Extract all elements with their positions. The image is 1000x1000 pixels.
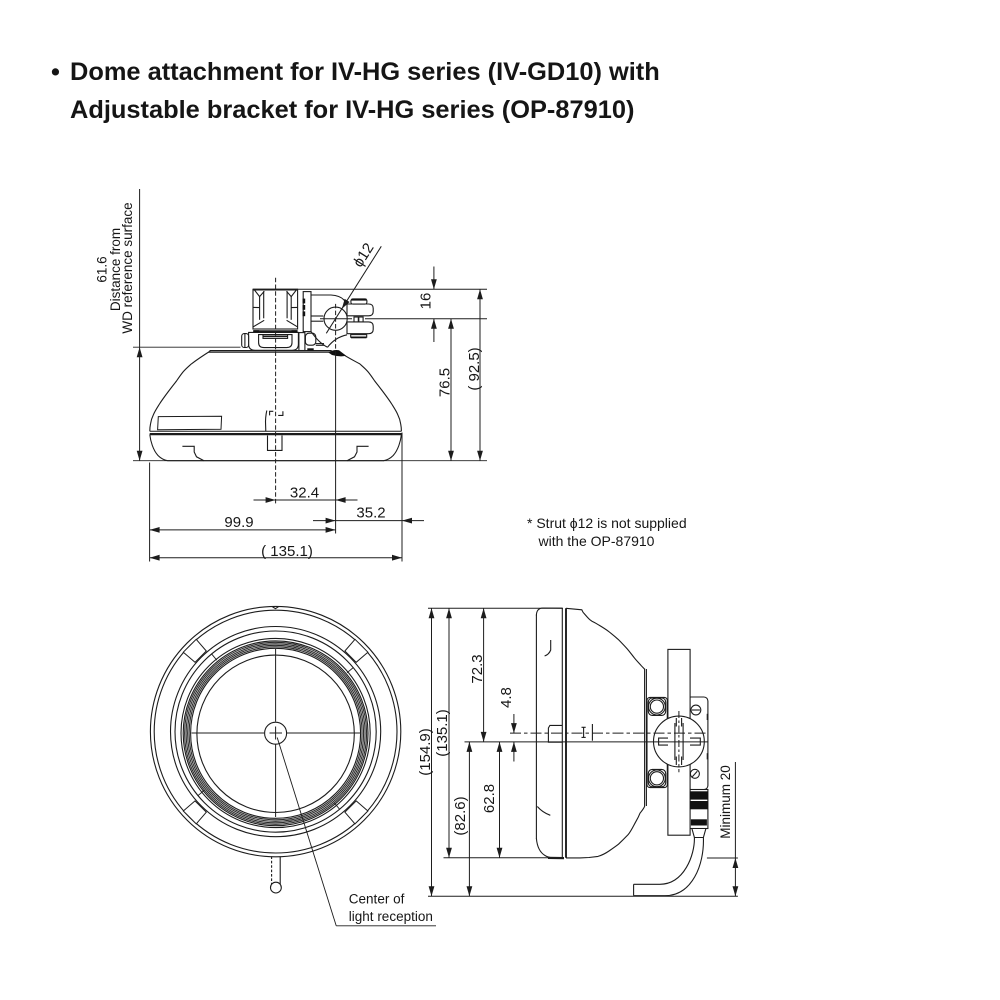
svg-text:99.9: 99.9	[224, 514, 253, 531]
svg-text:(154.9): (154.9)	[417, 728, 434, 776]
svg-text:Minimum 20: Minimum 20	[718, 765, 733, 839]
svg-text:WD reference surface: WD reference surface	[120, 202, 135, 333]
svg-text:(82.6): (82.6)	[452, 796, 469, 835]
svg-text:( 92.5): ( 92.5)	[466, 347, 483, 390]
svg-text:Dome attachment for IV-HG seri: Dome attachment for IV-HG series (IV-GD1…	[70, 58, 660, 86]
svg-text:4.8: 4.8	[498, 687, 515, 708]
svg-text:ϕ12: ϕ12	[350, 240, 378, 270]
svg-text:Center of: Center of	[349, 891, 405, 906]
svg-text:Adjustable bracket for IV-HG s: Adjustable bracket for IV-HG series (OP-…	[70, 96, 634, 124]
svg-text:35.2: 35.2	[356, 505, 385, 522]
svg-text:* Strut ϕ12 is not supplied: * Strut ϕ12 is not supplied	[527, 515, 687, 531]
svg-text:(135.1): (135.1)	[434, 709, 451, 757]
svg-text:62.8: 62.8	[481, 784, 498, 813]
svg-text:76.5: 76.5	[437, 368, 454, 397]
svg-text:61.6: 61.6	[95, 256, 110, 282]
svg-text:72.3: 72.3	[469, 654, 486, 683]
svg-text:with the OP-87910: with the OP-87910	[538, 533, 655, 549]
svg-text:Distance from: Distance from	[108, 228, 123, 311]
svg-text:light reception: light reception	[349, 909, 433, 924]
svg-text:( 135.1): ( 135.1)	[261, 543, 313, 560]
svg-text:16: 16	[417, 293, 434, 310]
svg-text:•: •	[51, 58, 60, 86]
svg-text:32.4: 32.4	[290, 485, 319, 502]
